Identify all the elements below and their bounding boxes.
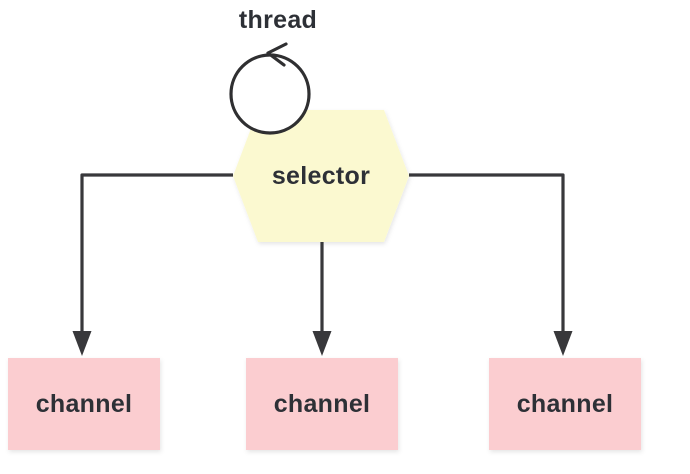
selector-hexagon [233, 110, 409, 242]
self-loop-icon [229, 42, 311, 135]
self-loop-arrowhead-icon [266, 42, 288, 67]
self-loop-circle [229, 53, 311, 135]
connector-selector-to-channel-3 [409, 173, 573, 356]
connector-selector-to-channel-2 [312, 242, 332, 356]
arrowhead-down-icon [312, 331, 332, 356]
connector-selector-to-channel-1 [72, 173, 233, 356]
arrowhead-down-icon [553, 331, 573, 356]
arrowhead-down-icon [72, 331, 92, 356]
channel-box-2 [246, 358, 398, 450]
channel-box-1 [8, 358, 160, 450]
channel-box-3 [489, 358, 641, 450]
